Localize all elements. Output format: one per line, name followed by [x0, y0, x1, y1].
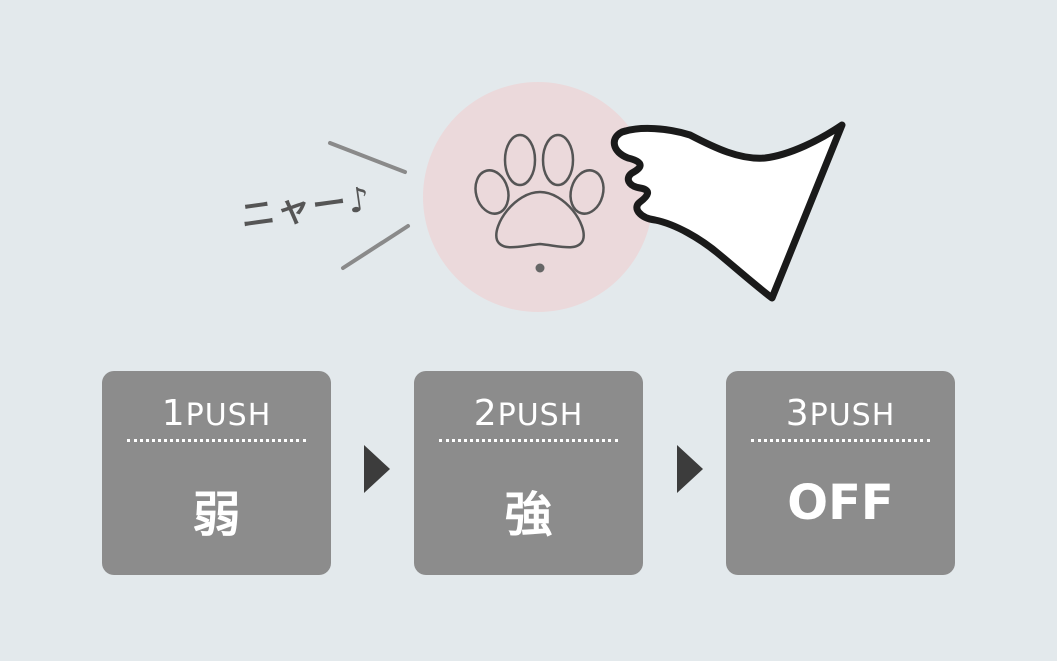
arrow-right-icon	[364, 445, 390, 493]
step-push-label: 2PUSH	[473, 393, 584, 434]
dotted-divider	[439, 439, 618, 442]
step-level: OFF	[787, 475, 894, 531]
push-steps: 1PUSH 弱 2PUSH 強 3PUSH OFF	[102, 371, 955, 575]
step-push-label: 3PUSH	[785, 393, 896, 434]
step-card-1: 1PUSH 弱	[102, 371, 331, 575]
paw-icon	[474, 133, 605, 249]
sound-line-top	[328, 141, 407, 174]
indicator-dot	[535, 263, 545, 273]
step-level: 強	[504, 487, 553, 543]
paw-push-button[interactable]	[423, 82, 653, 312]
dotted-divider	[127, 439, 306, 442]
step-card-3: 3PUSH OFF	[726, 371, 955, 575]
step-push-label: 1PUSH	[161, 393, 272, 434]
paw-button-illustration	[328, 82, 846, 312]
sound-line-bottom	[341, 224, 410, 270]
step-card-2: 2PUSH 強	[414, 371, 643, 575]
dotted-divider	[751, 439, 930, 442]
pointing-hand-icon	[610, 121, 846, 302]
arrow-right-icon	[677, 445, 703, 493]
step-level: 弱	[192, 487, 241, 543]
